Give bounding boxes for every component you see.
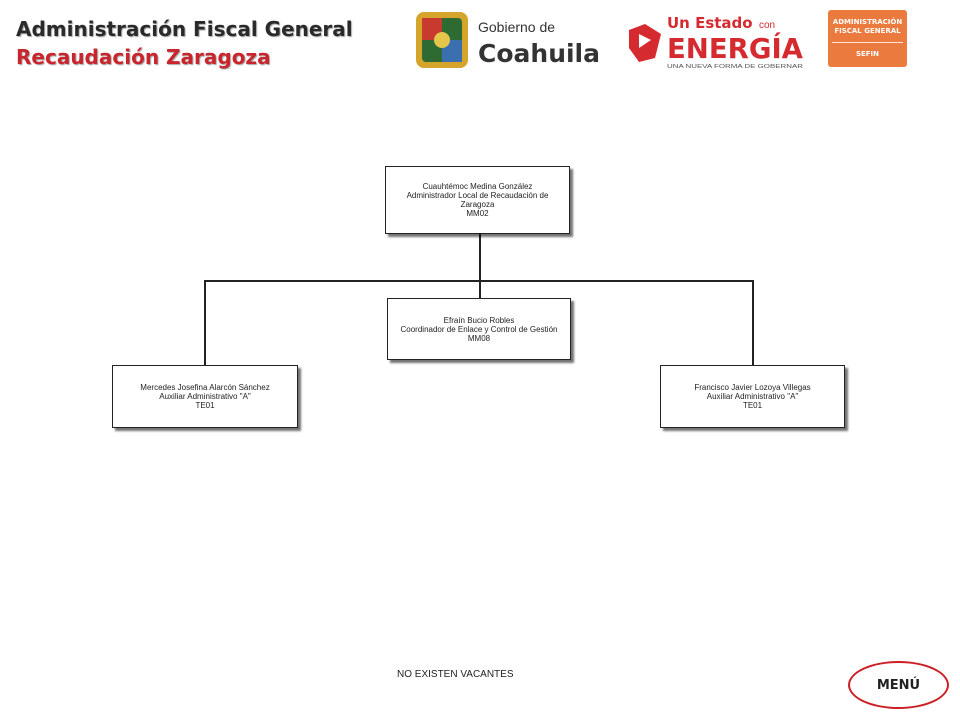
org-box-administrator: Cuauhtémoc Medina González Administrador… [385,166,570,234]
org-box-position: Auxiliar Administrativo "A" [159,392,251,401]
org-box-position: Administrador Local de Recaudación de Za… [406,191,549,209]
connector-branch [204,280,754,365]
org-box-code: TE01 [742,401,763,410]
org-box-name: Efraín Bucio Robles [443,315,515,325]
energia-logo-line1: Un Estado [667,14,753,32]
afg-badge-sefin: SEFIN [855,50,880,58]
org-box-name: Francisco Javier Lozoya Villegas [694,383,811,392]
page-subtitle: Recaudación Zaragoza [16,45,271,69]
org-box-name: Cuauhtémoc Medina González [422,182,533,191]
afg-badge-label: ADMINISTRACIÓN FISCAL GENERAL [832,18,903,35]
coahuila-logo-line2: Coahuila [478,39,600,68]
energia-logo-tagline: UNA NUEVA FORMA DE GOBERNAR [667,64,804,70]
org-box-code: TE01 [195,401,215,410]
coahuila-government-logo: Gobierno de Coahuila [416,12,600,68]
org-box-position: Coordinador de Enlace y Control de Gesti… [400,324,558,334]
org-box-coordinator: Efraín Bucio Robles Coordinador de Enlac… [387,298,571,360]
page-title: Administración Fiscal General [16,17,353,41]
energia-logo: Un Estado con ENERGÍA UNA NUEVA FORMA DE… [629,14,804,70]
org-box-auxiliary-right: Francisco Javier Lozoya Villegas Auxilia… [660,365,845,428]
energia-logo-line1b: con [759,20,775,31]
org-box-code: MM08 [467,333,491,343]
vacancy-note: NO EXISTEN VACANTES [397,669,514,680]
org-box-code: MM02 [466,209,489,218]
afg-sefin-badge: ADMINISTRACIÓN FISCAL GENERAL SEFIN [828,10,907,67]
org-box-auxiliary-left: Mercedes Josefina Alarcón Sánchez Auxili… [112,365,298,428]
menu-button[interactable]: MENÚ [848,661,949,709]
afg-badge-divider [832,42,903,43]
org-box-name: Mercedes Josefina Alarcón Sánchez [140,383,270,392]
energia-logo-line2: ENERGÍA [667,31,803,65]
org-box-position: Auxiliar Administrativo "A" [706,392,799,401]
coahuila-logo-line1: Gobierno de [478,19,555,35]
